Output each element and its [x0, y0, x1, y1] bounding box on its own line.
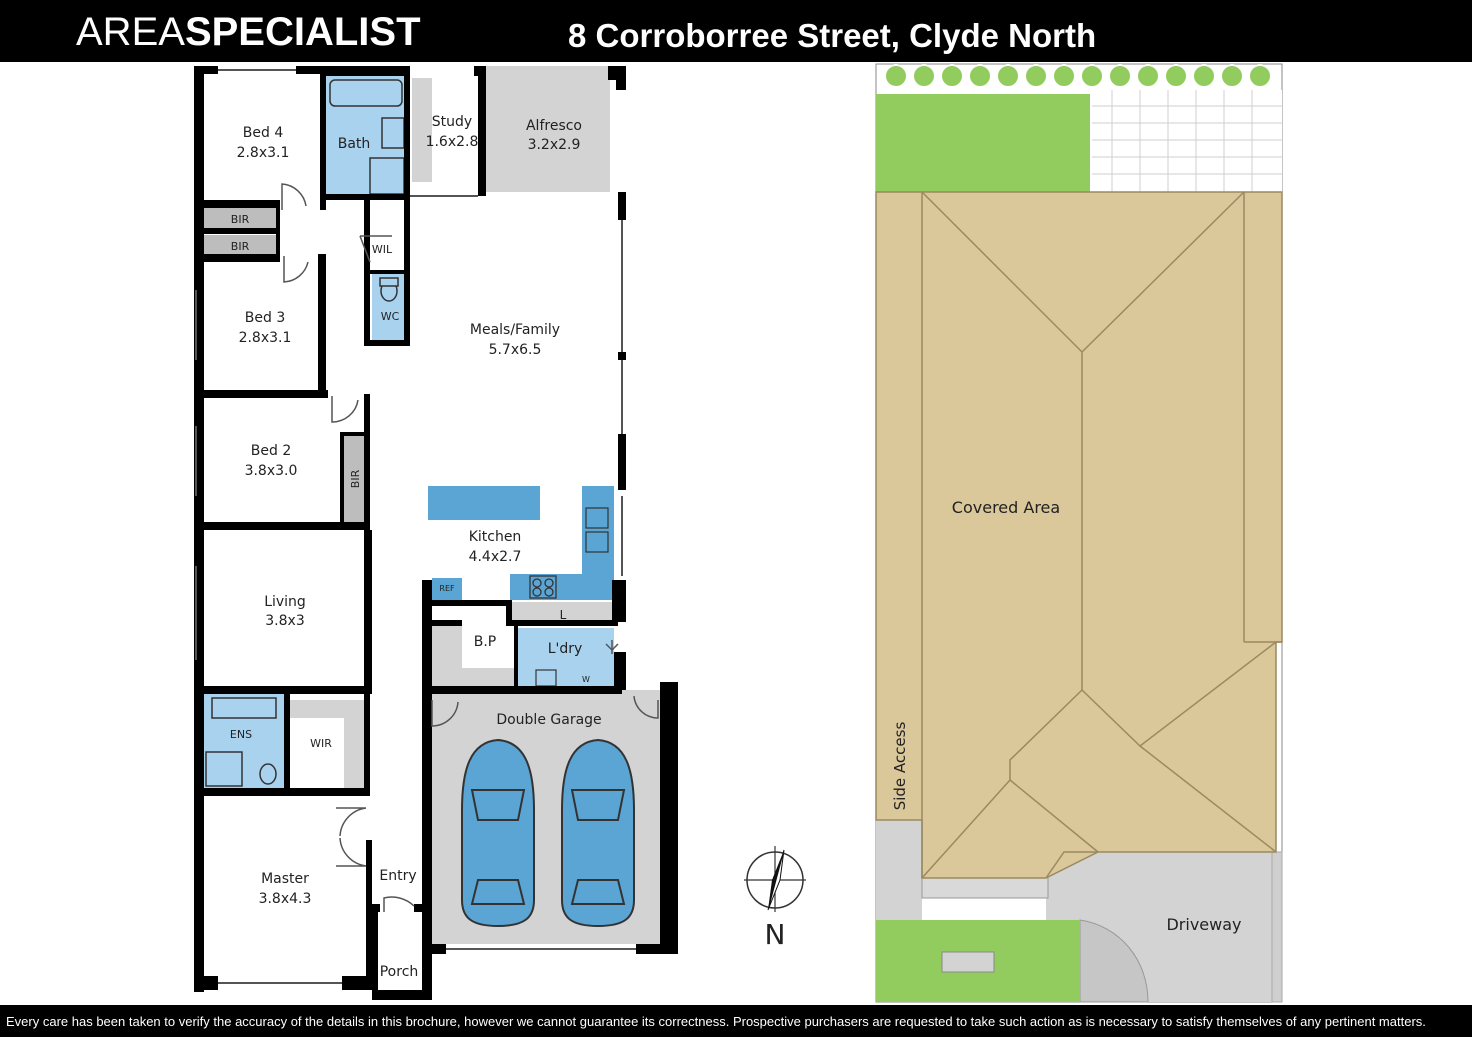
label-alfresco-size: 3.2x2.9 [528, 137, 581, 153]
car-right [561, 738, 635, 928]
label-bp: B.P [474, 634, 497, 650]
label-kitchen-size: 4.4x2.7 [469, 549, 522, 565]
label-covered-area: Covered Area [952, 498, 1060, 517]
windows [195, 69, 636, 984]
driveway-edge-strip [1271, 851, 1283, 1003]
label-wir: WIR [310, 737, 332, 750]
label-bir-c: BIR [349, 469, 362, 488]
butler-pantry-floor [462, 624, 516, 668]
cooktop [529, 575, 557, 599]
label-washer: W [582, 675, 590, 684]
label-meals-name: Meals/Family [470, 322, 560, 338]
label-bed3-size: 2.8x3.1 [239, 330, 292, 346]
label-master-size: 3.8x4.3 [259, 891, 312, 907]
room-labels: Bed 4 2.8x3.1 Bath Study 1.6x2.8 Alfresc… [230, 114, 602, 980]
label-porch: Porch [380, 964, 419, 980]
back-lawn [876, 94, 1090, 192]
bir-robe-c [344, 436, 366, 522]
door-swings [281, 183, 659, 912]
label-driveway: Driveway [1166, 915, 1241, 934]
kitchen-sink-1 [585, 507, 609, 529]
header-bar: AREASPECIALIST 8 Corroborree Street, Cly… [0, 0, 1472, 62]
label-entry: Entry [379, 868, 416, 884]
label-bed3-name: Bed 3 [245, 310, 285, 326]
label-laundry: L'dry [548, 641, 583, 657]
wir-shelf-top [290, 700, 366, 718]
label-bir-a: BIR [231, 213, 250, 226]
wc-cistern [379, 277, 399, 287]
hedge-shrubs [884, 64, 1272, 88]
label-study-name: Study [432, 114, 472, 130]
label-bath: Bath [338, 136, 371, 152]
car-left [461, 738, 535, 928]
label-wil: WIL [372, 243, 393, 256]
driveway-area [1046, 852, 1282, 1002]
footer-bar: Every care has been taken to verify the … [0, 1005, 1472, 1037]
kitchen-sink-2 [585, 531, 609, 553]
label-meals-size: 5.7x6.5 [489, 342, 542, 358]
label-living-size: 3.8x3 [265, 613, 304, 629]
brand-word-specialist: SPECIALIST [184, 10, 421, 54]
bir-robe-b [204, 235, 276, 256]
compass-icon: N [744, 846, 806, 951]
ensuite-vanity [211, 697, 277, 719]
disclaimer-text: Every care has been taken to verify the … [6, 1014, 1426, 1029]
label-bed2-name: Bed 2 [251, 443, 291, 459]
driveway-paver-curve [1079, 919, 1149, 1003]
label-side-access: Side Access [891, 722, 909, 811]
label-garage: Double Garage [496, 712, 601, 728]
label-study-size: 1.6x2.8 [426, 134, 479, 150]
roof [875, 191, 1283, 879]
study-desk [412, 78, 432, 182]
bath-shower [369, 157, 405, 195]
label-ens: ENS [230, 728, 252, 741]
fridge-space [432, 578, 462, 600]
label-alfresco-name: Alfresco [526, 118, 582, 134]
front-garden-bed [941, 951, 995, 973]
laundry-room-fill [516, 628, 614, 686]
brand-logo: AREASPECIALIST [76, 10, 421, 54]
compass-label: N [765, 918, 786, 951]
label-master-name: Master [261, 871, 309, 887]
label-bed4-name: Bed 4 [243, 125, 284, 141]
label-living-name: Living [264, 594, 306, 610]
ensuite-shower [205, 751, 243, 787]
alfresco-area [486, 66, 610, 192]
laundry-shelf [510, 602, 616, 622]
brand-word-area: AREA [76, 10, 185, 54]
wir-shelf-right [344, 700, 366, 788]
walls [194, 66, 678, 1000]
kitchen-sink-bench [582, 486, 614, 574]
ensuite-toilet [259, 763, 277, 785]
label-bed2-size: 3.8x3.0 [245, 463, 298, 479]
label-bed4-size: 2.8x3.1 [237, 145, 290, 161]
label-kitchen-name: Kitchen [469, 529, 522, 545]
property-address: 8 Corroborree Street, Clyde North [568, 17, 1097, 54]
bathtub [329, 79, 403, 107]
bir-robe-a [204, 208, 276, 228]
floor-plan: Bed 4 2.8x3.1 Bath Study 1.6x2.8 Alfresc… [194, 66, 678, 1000]
label-wc: WC [381, 310, 400, 323]
label-l: L [560, 608, 567, 622]
bath-vanity [381, 117, 405, 149]
laundry-tub [535, 669, 557, 687]
kitchen-island [428, 486, 540, 520]
kitchen-cooktop-bench [510, 574, 614, 600]
label-ref: REF [439, 584, 455, 593]
back-paving-grid [1092, 90, 1282, 192]
site-plan: Covered Area Side Access Driveway [875, 63, 1283, 1003]
label-bir-b: BIR [231, 240, 250, 253]
